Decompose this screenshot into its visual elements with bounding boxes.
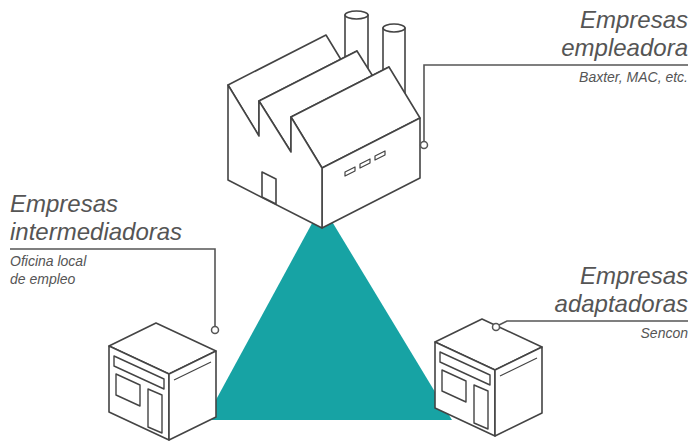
company-callout: Empresas intermediadorasOficina local de…	[10, 190, 225, 288]
chimney-top	[383, 24, 405, 32]
factory-window	[345, 167, 355, 176]
company-example: Sencon	[478, 324, 688, 342]
shop-building	[435, 319, 542, 436]
relation-triangle	[205, 205, 452, 420]
factory	[228, 11, 420, 228]
company-type: Empresas adaptadoras	[478, 262, 688, 318]
company-callout: Empresas empleadoraBaxter, MAC, etc.	[528, 6, 688, 86]
factory-wall	[228, 85, 322, 228]
factory-wall	[322, 118, 420, 228]
company-type: Empresas intermediadoras	[10, 190, 225, 246]
chimney-top	[345, 11, 368, 19]
factory-window	[375, 151, 385, 160]
leader-dot	[493, 324, 500, 331]
leader-dot	[421, 142, 428, 149]
leader-dots	[212, 142, 500, 334]
company-callout: Empresas adaptadorasSencon	[478, 262, 688, 342]
factory-door	[262, 172, 276, 204]
company-example: Oficina local de empleo	[10, 252, 98, 288]
company-type: Empresas empleadora	[528, 6, 688, 62]
company-example: Baxter, MAC, etc.	[528, 68, 688, 86]
leader-lines	[10, 65, 688, 326]
leader-line	[424, 65, 688, 141]
leader-line	[499, 321, 688, 325]
leader-line	[10, 249, 215, 326]
shop-building	[109, 323, 216, 440]
leader-dot	[212, 327, 219, 334]
factory-window	[360, 159, 370, 168]
